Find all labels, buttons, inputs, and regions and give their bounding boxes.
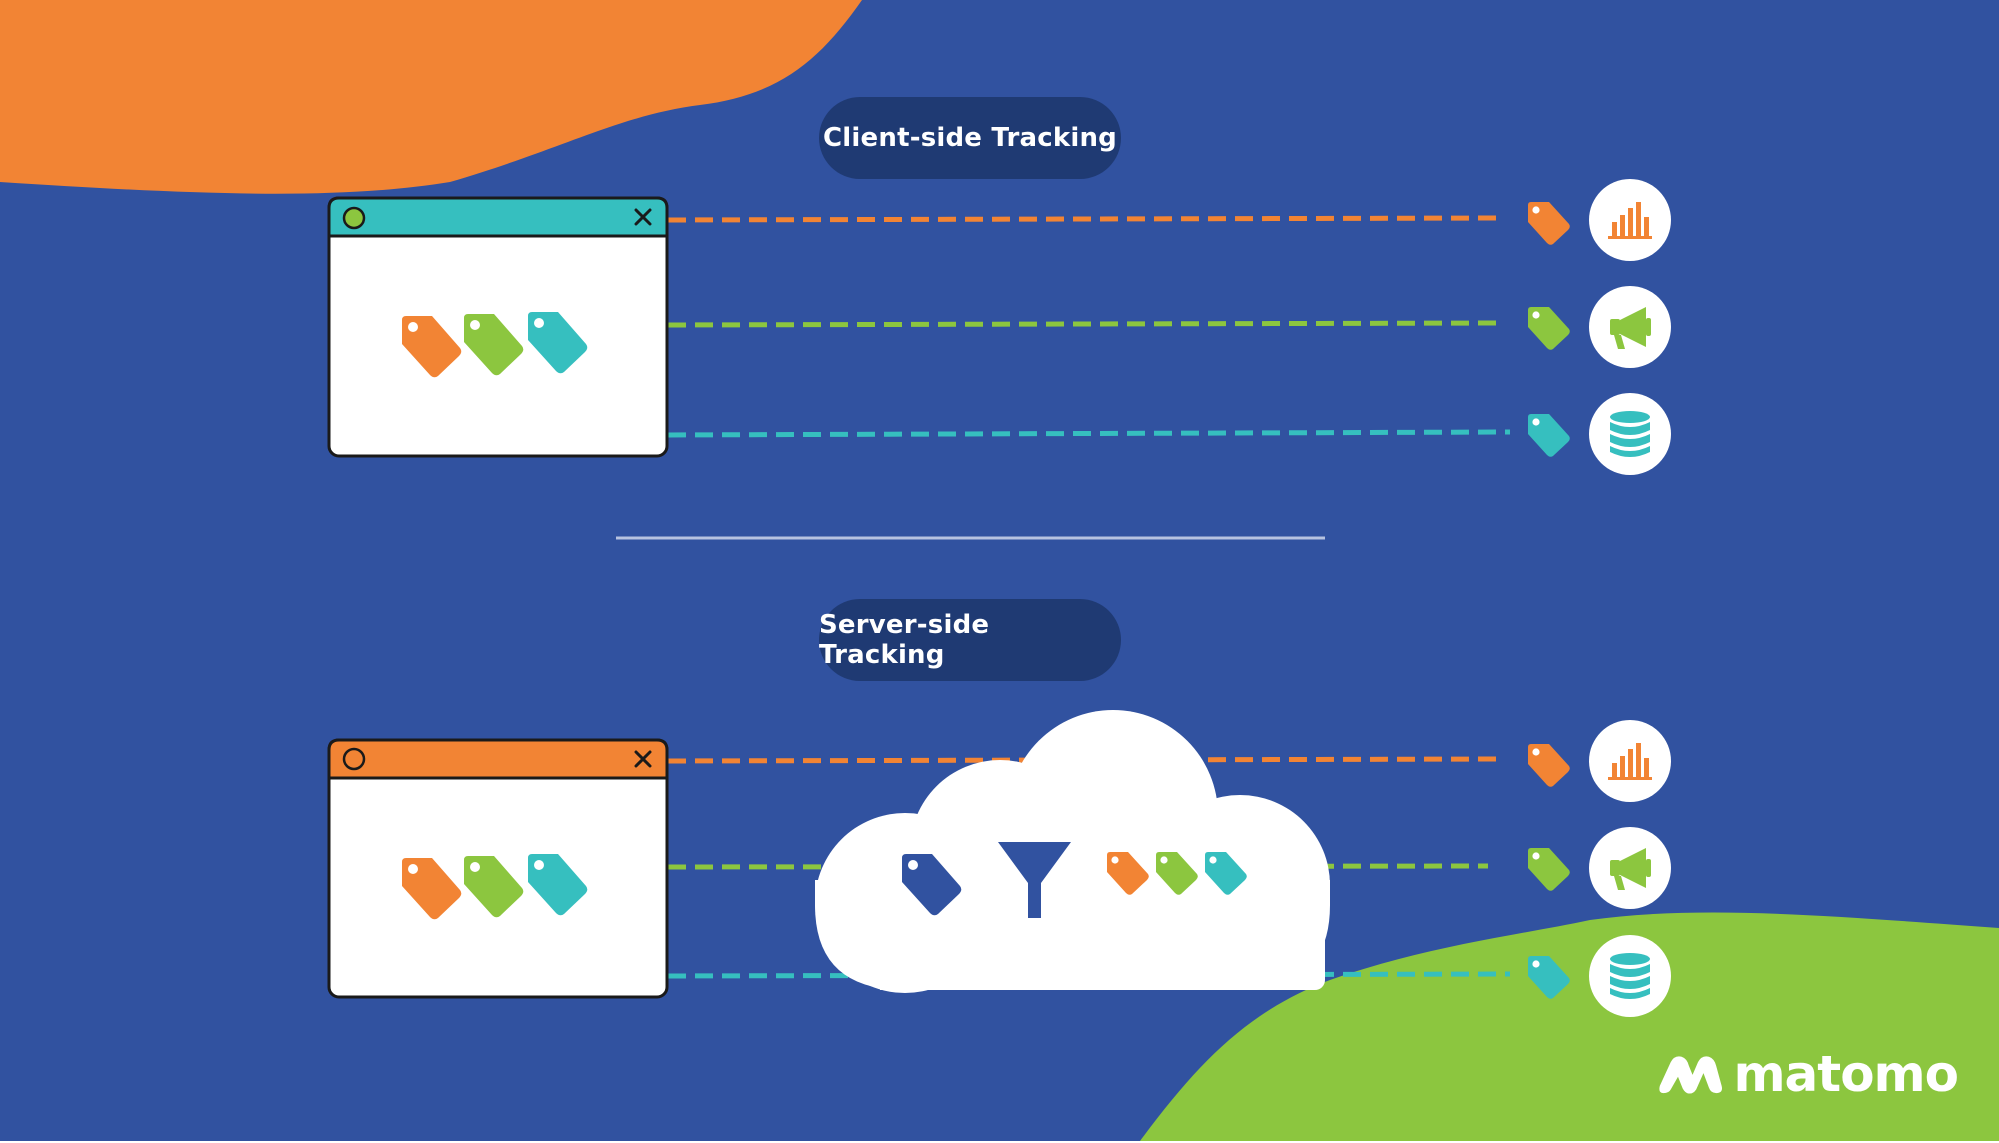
- database-destination: [1589, 393, 1671, 475]
- database-icon: [1610, 953, 1650, 999]
- green-blob: [1140, 912, 1999, 1141]
- filter-icon: [998, 842, 1071, 918]
- megaphone-icon: [1610, 848, 1651, 890]
- database-destination: [1589, 935, 1671, 1017]
- analytics-destination: [1589, 720, 1671, 802]
- server-cloud: [815, 710, 1330, 993]
- close-icon: [634, 750, 652, 768]
- analytics-destination: [1589, 179, 1671, 261]
- bar-chart-icon: [1608, 202, 1652, 239]
- client-browser-window: [327, 196, 669, 458]
- client-side-tracking-title: Client-side Tracking: [819, 97, 1121, 179]
- window-status-dot: [342, 206, 366, 230]
- client-orange-dashed-line: [667, 215, 1501, 223]
- window-status-dot: [342, 747, 366, 771]
- megaphone-icon: [1610, 307, 1651, 349]
- client-teal-dashed-line: [667, 429, 1511, 438]
- database-icon: [1610, 411, 1650, 457]
- client-green-dashed-line: [667, 320, 1501, 328]
- marketing-destination: [1589, 286, 1671, 368]
- orange-blob: [0, 0, 862, 194]
- bottom-white-strip: [0, 1141, 1999, 1143]
- matomo-logo-text: matomo: [1733, 1045, 1959, 1103]
- server-browser-window: [327, 738, 669, 999]
- server-side-tracking-title: Server-side Tracking: [819, 599, 1121, 681]
- marketing-destination: [1589, 827, 1671, 909]
- bar-chart-icon: [1608, 743, 1652, 780]
- matomo-logo-icon: [1659, 1056, 1722, 1094]
- close-icon: [634, 208, 652, 226]
- matomo-logo: matomo: [1658, 1045, 1959, 1103]
